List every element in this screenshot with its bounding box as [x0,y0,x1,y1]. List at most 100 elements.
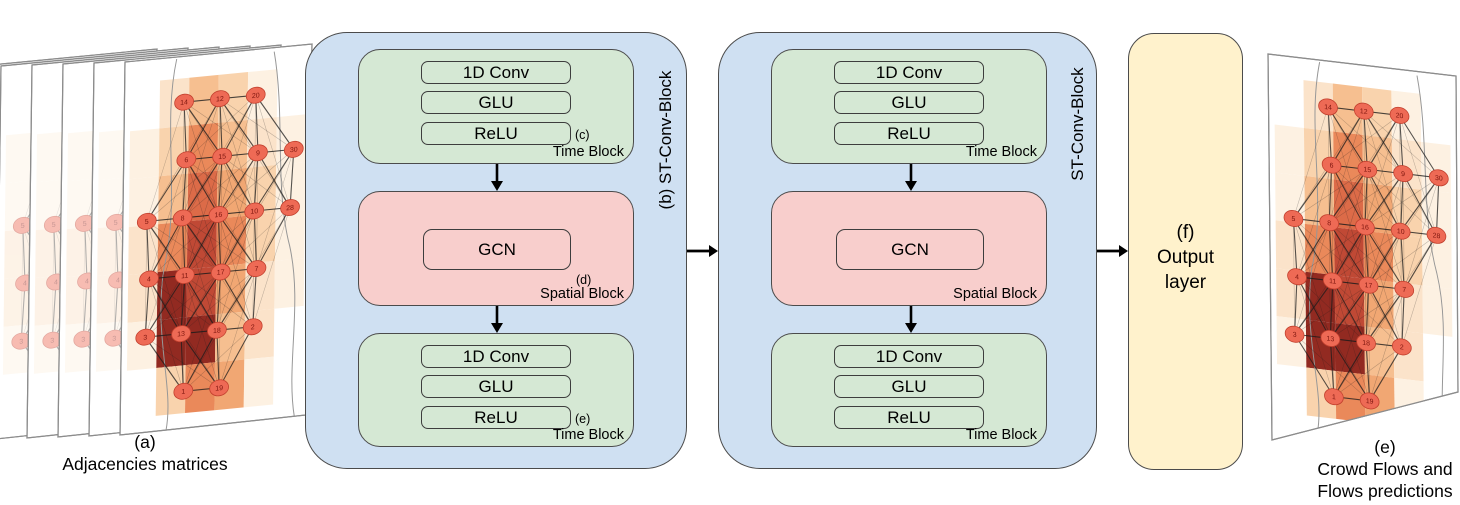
svg-text:10: 10 [1397,228,1405,236]
svg-text:5: 5 [145,219,149,226]
layer-1d-conv: 1D Conv [834,61,984,84]
arrow-right-icon [687,245,718,257]
spatial-block-2: GCN Spatial Block [771,191,1047,306]
svg-text:3: 3 [112,335,116,342]
svg-text:19: 19 [1366,398,1374,406]
svg-text:30: 30 [1435,175,1443,183]
output-layer-label: (f) Output layer [1129,220,1242,295]
svg-text:18: 18 [1362,340,1370,348]
svg-text:17: 17 [217,269,225,277]
svg-text:4: 4 [147,276,151,283]
svg-text:6: 6 [1330,162,1334,169]
svg-text:19: 19 [215,385,223,393]
tag-e: (e) [575,412,591,426]
spatial-block-1: GCN (d) Spatial Block [358,191,634,306]
svg-text:4: 4 [23,280,27,287]
layer-1d-conv: 1D Conv [421,61,571,84]
caption-tag-a: (a) [134,432,156,452]
tag-d: (d) [576,273,592,287]
svg-text:18: 18 [213,327,221,335]
svg-text:4: 4 [1295,274,1299,281]
arrow-down-icon [905,306,917,333]
svg-text:13: 13 [1326,336,1334,344]
svg-text:15: 15 [218,153,226,161]
svg-text:16: 16 [214,212,222,220]
svg-text:7: 7 [254,266,258,273]
svg-text:3: 3 [1293,332,1297,339]
svg-text:20: 20 [252,92,260,100]
layer-relu: ReLU [421,122,571,145]
time-block-label: Time Block [552,427,624,443]
time-block-label: Time Block [965,427,1037,443]
svg-text:5: 5 [21,223,25,230]
svg-text:30: 30 [290,146,298,154]
output-layer-tag: (f) [1176,222,1195,243]
spatial-block-label: Spatial Block [540,286,624,302]
layer-gcn: GCN [836,229,984,270]
svg-text:16: 16 [1361,224,1369,232]
arrow-down-icon [491,164,503,191]
time-block-label: Time Block [552,144,624,160]
svg-text:4: 4 [116,277,120,284]
caption-text-flows-predictions: Flows predictions [1317,481,1453,501]
layer-glu: GLU [834,91,984,114]
svg-text:14: 14 [1324,104,1332,112]
svg-text:13: 13 [177,331,185,339]
svg-text:15: 15 [1363,166,1371,174]
svg-text:6: 6 [184,157,188,164]
caption-text-crowd-flows: Crowd Flows and [1317,459,1453,479]
output-layer-line: Output [1156,247,1215,268]
time-block-label: Time Block [965,144,1037,160]
layer-glu: GLU [421,375,571,398]
time-block-bottom-2: 1D Conv GLU ReLU Time Block [771,333,1047,447]
svg-text:5: 5 [52,222,56,229]
svg-text:7: 7 [1402,287,1406,294]
layer-relu: ReLU [834,122,984,145]
spatial-block-label: Spatial Block [953,286,1037,302]
svg-text:28: 28 [1433,232,1441,240]
svg-text:11: 11 [1329,278,1336,286]
svg-text:8: 8 [1327,220,1331,227]
time-block-top-2: 1D Conv GLU ReLU Time Block [771,49,1047,164]
st-conv-block-1-side-label: (b) ST-Conv-Block [656,70,675,210]
output-layer-block: (f) Output layer [1128,33,1243,470]
svg-text:9: 9 [256,150,260,157]
svg-text:5: 5 [1291,216,1295,223]
caption-crowd-flows: (e) Crowd Flows and Flows predictions [1285,436,1460,502]
svg-text:12: 12 [1360,108,1368,116]
svg-text:1: 1 [181,389,185,396]
tag-c: (c) [575,128,590,142]
svg-text:11: 11 [181,273,188,281]
layer-1d-conv: 1D Conv [421,345,571,368]
caption-text-adjacency: Adjacencies matrices [62,454,228,474]
layer-gcn: GCN [423,229,571,270]
adjacency-matrices-stack: 1412206159305816102841117731318211914122… [0,43,313,440]
svg-text:28: 28 [286,205,294,213]
svg-text:12: 12 [216,96,224,104]
svg-text:3: 3 [50,337,54,344]
svg-text:3: 3 [143,334,147,341]
layer-glu: GLU [834,375,984,398]
layer-1d-conv: 1D Conv [834,345,984,368]
time-block-top-1: 1D Conv GLU ReLU (c) Time Block [358,49,634,164]
crowd-flows-prediction-sheet: 14 12 20 6 15 9 30 5 8 16 10 28 4 11 17 7 3 13 18 2 1 19 [1267,53,1459,441]
svg-text:9: 9 [1401,171,1405,178]
svg-text:2: 2 [1400,344,1404,351]
arrow-right-icon [1097,245,1128,257]
st-conv-block-2-side-label: ST-Conv-Block [1068,67,1087,181]
svg-text:2: 2 [251,324,255,331]
time-block-bottom-1: 1D Conv GLU ReLU (e) Time Block [358,333,634,447]
arrow-down-icon [905,164,917,191]
st-conv-block-2: 1D Conv GLU ReLU Time Block GCN Spatial … [718,32,1097,469]
svg-text:14: 14 [180,99,188,107]
svg-text:1: 1 [1332,394,1336,401]
layer-glu: GLU [421,91,571,114]
svg-text:20: 20 [1396,112,1404,120]
caption-tag-e: (e) [1374,437,1396,457]
st-conv-block-1: 1D Conv GLU ReLU (c) Time Block GCN (d) … [305,32,687,469]
caption-adjacency-matrices: (a) Adjacencies matrices [20,431,270,475]
output-layer-line: layer [1164,272,1207,293]
svg-text:4: 4 [85,278,89,285]
svg-text:17: 17 [1365,282,1373,290]
